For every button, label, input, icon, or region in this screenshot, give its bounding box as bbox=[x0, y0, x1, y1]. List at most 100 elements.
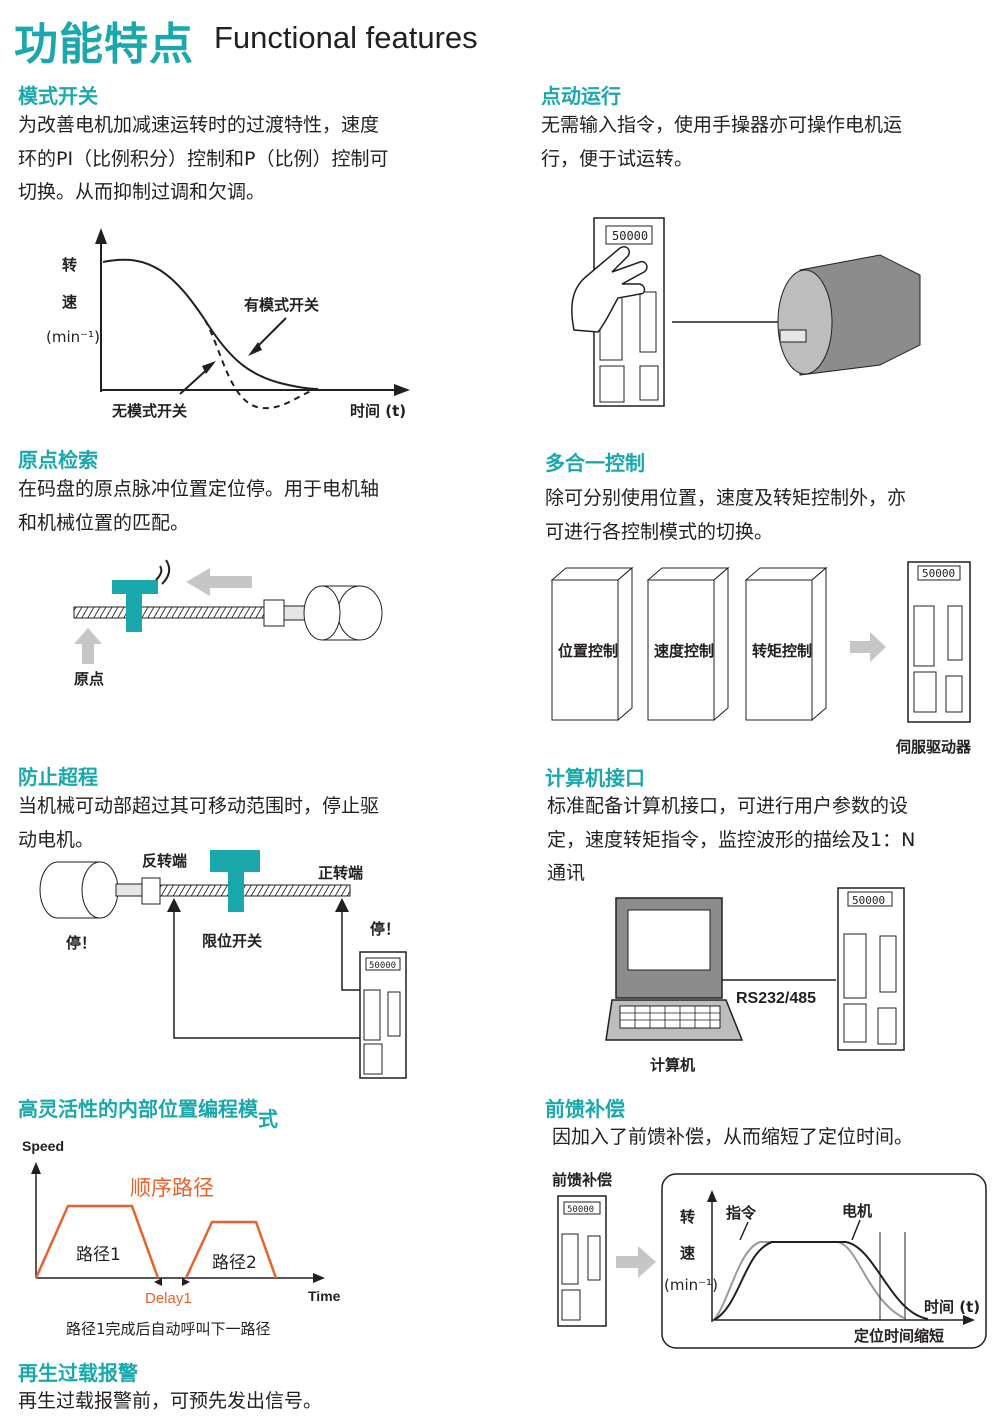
ff-label: 前馈补偿 bbox=[552, 1171, 613, 1189]
command-pointer bbox=[739, 1221, 749, 1241]
direction-arrow bbox=[186, 568, 252, 596]
forward-end-label: 正转端 bbox=[318, 864, 364, 882]
path1-profile bbox=[34, 1204, 160, 1279]
box-label-torque: 转矩控制 bbox=[752, 642, 813, 660]
servo-driver-icon bbox=[907, 561, 971, 723]
x-axis-arrow bbox=[394, 384, 410, 396]
ball-screw bbox=[159, 884, 351, 897]
slider-stem bbox=[228, 872, 244, 912]
text-line: 和机械位置的匹配。 bbox=[18, 511, 190, 534]
delay-arrow-left bbox=[154, 1278, 162, 1286]
limit-switch-label: 限位开关 bbox=[202, 932, 263, 950]
text-line: 通讯 bbox=[547, 862, 586, 884]
driver-display-text: 50000 bbox=[369, 961, 396, 971]
overtravel-text: 当机械可动部超过其可移动范围时，停止驱 动电机。 bbox=[18, 790, 458, 857]
page-title: 功能特点 bbox=[14, 19, 194, 70]
text-line: 行，便于试运转。 bbox=[541, 147, 694, 170]
text-line: 无需输入指令，使用手操器亦可操作电机运 bbox=[541, 114, 903, 136]
box-torque bbox=[744, 566, 828, 722]
heading-main: 高灵活性的内部位置编程模 bbox=[18, 1097, 258, 1121]
ff-arrow bbox=[616, 1246, 656, 1278]
motor-icon bbox=[777, 254, 921, 376]
curve-with-switch bbox=[102, 258, 319, 390]
text-line: 因加入了前馈补偿，从而缩短了定位时间。 bbox=[552, 1126, 914, 1148]
text-line: 除可分别使用位置，速度及转矩控制外，亦 bbox=[545, 487, 907, 509]
origin-text: 在码盘的原点脉冲位置定位停。用于电机轴 和机械位置的匹配。 bbox=[18, 473, 458, 540]
multi-text: 除可分别使用位置，速度及转矩控制外，亦 可进行各控制模式的切换。 bbox=[545, 482, 985, 549]
mode-switch-heading: 模式开关 bbox=[18, 84, 98, 108]
speed-label: Speed bbox=[22, 1138, 65, 1154]
text-line: 可进行各控制模式的切换。 bbox=[545, 520, 774, 543]
signal-wave-1 bbox=[155, 565, 163, 581]
path1-label: 路径1 bbox=[76, 1245, 121, 1265]
x-label-time: 时间 (t) bbox=[350, 402, 407, 420]
label-with-switch: 有模式开关 bbox=[244, 296, 320, 314]
text-line: 为改善电机加减速运转时的过渡特性，速度 bbox=[18, 114, 380, 136]
driver-label: 伺服驱动器 bbox=[896, 738, 972, 756]
forward-wire bbox=[341, 912, 360, 991]
y-label-2: 速 bbox=[62, 293, 78, 311]
stop-left-label: 停！ bbox=[66, 934, 97, 952]
y-label-1: 转 bbox=[62, 256, 78, 274]
ff-y-label-2: 速 bbox=[680, 1244, 696, 1262]
program-heading: 高灵活性的内部位置编程模式 bbox=[18, 1093, 278, 1131]
origin-label: 原点 bbox=[74, 670, 105, 688]
servo-driver-icon bbox=[359, 951, 407, 1079]
feedforward-text: 因加入了前馈补偿，从而缩短了定位时间。 bbox=[552, 1121, 992, 1155]
servo-driver-icon bbox=[557, 1195, 607, 1327]
text-line: 再生过载报警前，可预先发出信号。 bbox=[18, 1390, 323, 1412]
slider-top bbox=[112, 580, 158, 594]
y-axis-arrow bbox=[707, 1190, 717, 1202]
motor-pointer bbox=[851, 1219, 861, 1241]
text-line: 标准配备计算机接口，可进行用户参数的设 bbox=[547, 795, 909, 817]
computer-label: 计算机 bbox=[650, 1056, 696, 1074]
text-line: 定，速度转矩指令，监控波形的描绘及1：N bbox=[547, 828, 916, 851]
box-speed bbox=[646, 566, 730, 722]
ff-y-label-1: 转 bbox=[680, 1208, 696, 1226]
text-line: 当机械可动部超过其可移动范围时，停止驱 bbox=[18, 795, 380, 817]
x-axis-arrow bbox=[313, 1273, 325, 1283]
jog-heading: 点动运行 bbox=[541, 84, 621, 108]
pointer-with-head bbox=[248, 342, 262, 356]
reverse-end-label: 反转端 bbox=[142, 852, 188, 870]
command-label: 指令 bbox=[726, 1204, 757, 1222]
motor-curve bbox=[713, 1241, 929, 1321]
signal-wave-2 bbox=[161, 559, 171, 585]
pointer-without-head bbox=[202, 361, 216, 374]
pc-text: 标准配备计算机接口，可进行用户参数的设 定，速度转矩指令，监控波形的描绘及1：N… bbox=[547, 790, 987, 891]
y-axis-arrow bbox=[95, 228, 107, 244]
text-line: 环的PI（比例积分）控制和P（比例）控制可 bbox=[18, 147, 389, 170]
text-line: 切换。从而抑制过调和欠调。 bbox=[18, 181, 266, 203]
text-line: 动电机。 bbox=[18, 828, 95, 851]
forward-limit-arrow bbox=[335, 898, 349, 912]
stop-right-label: 停！ bbox=[370, 920, 401, 938]
path2-label: 路径2 bbox=[212, 1253, 257, 1273]
servo-driver-icon bbox=[837, 887, 905, 1051]
multi-arrow bbox=[850, 632, 886, 662]
ff-x-label: 时间 (t) bbox=[924, 1298, 981, 1316]
feedforward-heading: 前馈补偿 bbox=[545, 1097, 625, 1121]
reverse-limit-arrow bbox=[167, 898, 181, 912]
laptop-icon bbox=[605, 897, 744, 1041]
heading-tail: 式 bbox=[258, 1107, 278, 1131]
multi-heading: 多合一控制 bbox=[545, 451, 645, 475]
page-title-english: Functional features bbox=[214, 20, 478, 55]
driver-display-text: 50000 bbox=[612, 229, 648, 243]
regen-text: 再生过载报警前，可预先发出信号。 bbox=[18, 1385, 458, 1419]
time-label: Time bbox=[308, 1288, 341, 1304]
driver-display-text: 50000 bbox=[852, 894, 885, 907]
slider-top bbox=[210, 850, 260, 872]
regen-heading: 再生过载报警 bbox=[18, 1361, 138, 1385]
overtravel-heading: 防止超程 bbox=[18, 765, 98, 789]
slider-stem bbox=[126, 594, 142, 632]
y-label-unit: (min⁻¹) bbox=[46, 328, 100, 346]
path2-profile bbox=[184, 1220, 278, 1279]
text-line: 在码盘的原点脉冲位置定位停。用于电机轴 bbox=[18, 478, 380, 500]
box-position bbox=[550, 566, 634, 722]
reverse-wire bbox=[173, 912, 360, 1039]
